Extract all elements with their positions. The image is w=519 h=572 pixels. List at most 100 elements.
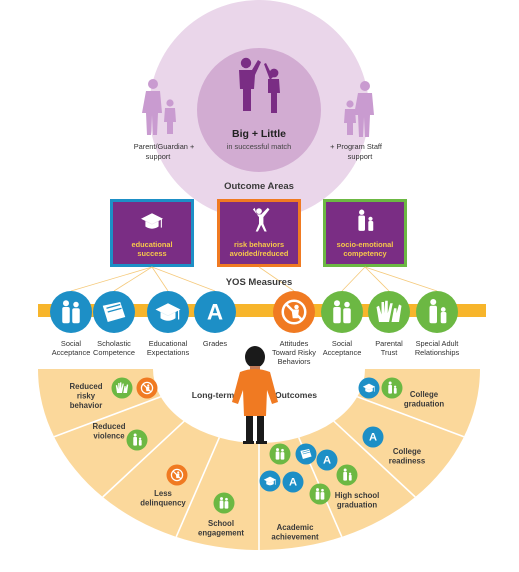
people-group-icon [213, 492, 235, 514]
jumping-person-icon [252, 207, 270, 232]
yos-label: Relationships [415, 348, 460, 357]
yos-label: Social [61, 339, 81, 348]
svg-text:A: A [289, 477, 297, 489]
high-five-icon [239, 57, 280, 113]
longterm-label: graduation [337, 501, 378, 510]
longterm-label: Academic [277, 523, 315, 532]
yos-label: Behaviors [278, 357, 311, 366]
longterm-label: risky [77, 392, 96, 401]
youth-figure-icon [232, 346, 278, 444]
longterm-label: High school [335, 491, 380, 500]
longterm-heading-right: Outcomes [275, 390, 317, 400]
adult-and-child-icon [358, 209, 374, 231]
yos-label: Acceptance [323, 348, 362, 357]
longterm-label: engagement [198, 529, 244, 538]
yos-label: Acceptance [52, 348, 91, 357]
yos-label: Grades [203, 339, 228, 348]
support-left-line2: support [146, 152, 171, 161]
yos-label: Parental [375, 339, 403, 348]
outcome-area-label: risk behaviors [234, 240, 284, 249]
longterm-label: Less [154, 489, 172, 498]
yos-label: Attitudes [280, 339, 309, 348]
no-risk-icon [281, 299, 307, 325]
longterm-label: Reduced [70, 382, 103, 391]
longterm-label: College [410, 390, 439, 399]
longterm-label: School [208, 519, 234, 528]
yos-measure-4: A Grades [194, 291, 236, 348]
adult-and-child-icon [126, 429, 148, 451]
letter-a-icon: A [207, 300, 223, 325]
yos-label: Scholastic [97, 339, 131, 348]
people-group-icon [62, 300, 80, 324]
yos-heading: YOS Measures [226, 277, 293, 288]
yos-label: Competence [93, 348, 135, 357]
longterm-label: delinquency [140, 499, 186, 508]
graduation-cap-icon [358, 377, 380, 399]
outcome-area-label: competency [343, 249, 387, 258]
support-right-line2: support [348, 152, 373, 161]
people-group-icon [269, 443, 291, 465]
longterm-label: graduation [404, 400, 445, 409]
yos-label: Trust [381, 348, 398, 357]
longterm-label: behavior [70, 401, 103, 410]
parent-guardian-icon [142, 79, 176, 135]
hands-icon [111, 377, 133, 399]
hub-title: Big + Little [232, 128, 286, 140]
outcome-areas-heading: Outcome Areas [224, 181, 294, 192]
longterm-label: readiness [389, 457, 426, 466]
yos-label: Toward Risky [272, 348, 316, 357]
program-staff-icon [344, 81, 374, 137]
hands-icon [376, 300, 402, 322]
letter-a-icon: A [316, 449, 338, 471]
outcome-area-label: educational [131, 240, 172, 249]
yos-label: Social [332, 339, 352, 348]
hub-subtitle: in successful match [227, 142, 292, 151]
outcome-area-label: success [137, 249, 166, 258]
svg-text:A: A [323, 455, 331, 467]
longterm-label: Reduced [93, 422, 126, 431]
svg-text:A: A [207, 300, 223, 325]
people-group-icon [333, 300, 351, 324]
longterm-label: achievement [271, 533, 319, 542]
yos-circle [321, 291, 363, 333]
book-icon [102, 302, 126, 322]
letter-a-icon: A [282, 471, 304, 493]
yos-label: Educational [149, 339, 188, 348]
longterm-label: violence [93, 432, 125, 441]
svg-text:A: A [369, 432, 377, 444]
no-risk-icon [136, 377, 158, 399]
no-risk-icon [166, 464, 188, 486]
graduation-cap-icon [155, 303, 181, 321]
book-icon [295, 443, 317, 465]
outcome-area-label: avoided/reduced [230, 249, 289, 258]
yos-circle [194, 291, 236, 333]
yos-circle [50, 291, 92, 333]
yos-label: Expectations [147, 348, 190, 357]
longterm-section: Long-term Outcomes ReducedriskybehaviorR… [38, 369, 480, 550]
outcome-area-label: socio-emotional [337, 240, 394, 249]
adult-and-child-icon [336, 464, 358, 486]
yos-label: Special Adult [416, 339, 459, 348]
hub-section: Big + Little in successful match Parent/… [134, 0, 383, 220]
adult-and-child-icon [429, 299, 447, 324]
connector-lines [70, 266, 438, 292]
inner-hub-circle [197, 48, 321, 172]
yos-measures: SocialAcceptanceScholasticCompetenceEduc… [50, 291, 459, 366]
longterm-label: College [393, 447, 422, 456]
